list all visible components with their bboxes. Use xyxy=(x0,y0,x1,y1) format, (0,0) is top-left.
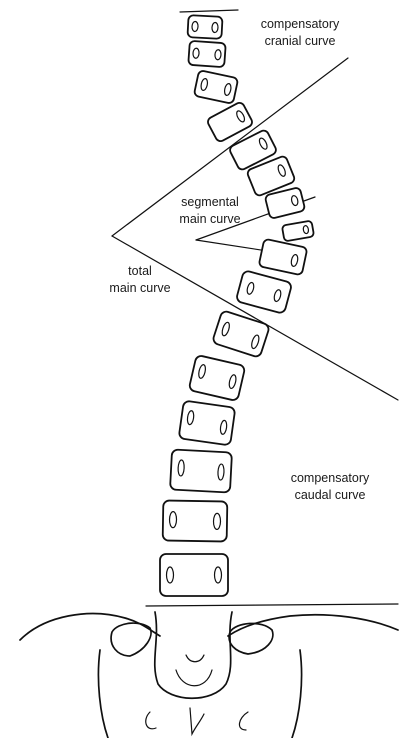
caudal-endplate-line xyxy=(146,604,398,606)
vertebra xyxy=(206,101,254,143)
cranial-endplate-line xyxy=(180,10,238,12)
right-iliac-crest xyxy=(228,615,398,636)
svg-text:segmental: segmental xyxy=(181,195,239,209)
svg-text:cranial curve: cranial curve xyxy=(265,34,336,48)
vertebra xyxy=(236,270,293,314)
svg-text:main curve: main curve xyxy=(179,212,240,226)
vertebra xyxy=(179,401,236,446)
reference-lines xyxy=(112,10,398,606)
label-total-main-curve: total main curve xyxy=(109,264,170,295)
pelvis xyxy=(20,612,398,738)
vertebra xyxy=(212,310,270,358)
svg-text:compensatory: compensatory xyxy=(291,471,370,485)
vertebra xyxy=(188,41,226,67)
vertebra xyxy=(170,449,232,492)
vertebra xyxy=(160,554,228,596)
svg-text:compensatory: compensatory xyxy=(261,17,340,31)
left-ala xyxy=(111,623,151,656)
vertebra xyxy=(194,70,239,104)
svg-text:caudal curve: caudal curve xyxy=(295,488,366,502)
vertebra xyxy=(259,239,308,276)
spine xyxy=(160,15,314,596)
total-curve-lower-line xyxy=(112,236,398,400)
vertebra xyxy=(163,500,228,541)
vertebra xyxy=(282,221,314,242)
label-compensatory-caudal-curve: compensatory caudal curve xyxy=(291,471,370,502)
right-ala xyxy=(229,623,273,654)
svg-text:main curve: main curve xyxy=(109,281,170,295)
svg-text:total: total xyxy=(128,264,152,278)
left-iliac-crest xyxy=(20,614,160,640)
vertebra xyxy=(187,15,222,39)
label-compensatory-cranial-curve: compensatory cranial curve xyxy=(261,17,340,48)
label-segmental-main-curve: segmental main curve xyxy=(179,195,240,226)
vertebra xyxy=(189,355,246,401)
